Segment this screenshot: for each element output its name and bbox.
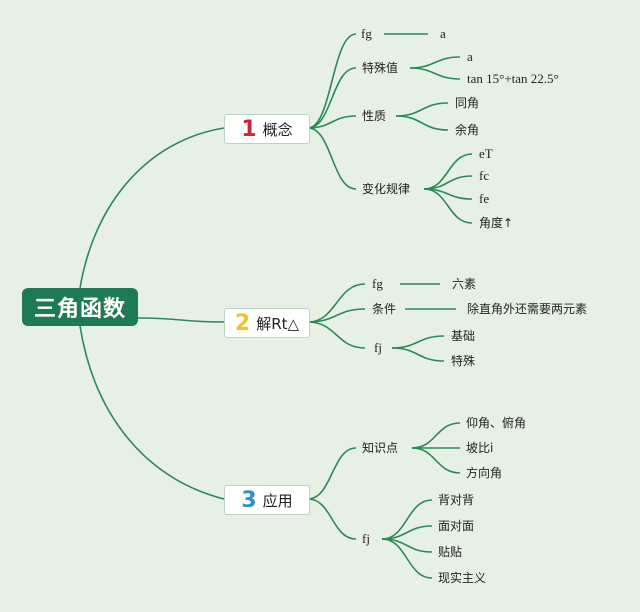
connector-line xyxy=(395,102,449,117)
leaf-node-label: 角度↑ xyxy=(479,216,514,230)
leaf-node-label: tan 15°+tan 22.5° xyxy=(467,71,559,86)
connector-line xyxy=(423,188,473,224)
leaf-node-label: eT xyxy=(479,146,493,161)
connector-line xyxy=(307,115,357,129)
sub-node-label: 知识点 xyxy=(362,441,399,455)
sub-node-label: 变化规律 xyxy=(362,182,411,196)
connector-line xyxy=(307,321,366,349)
sub-node-label: fg xyxy=(372,276,383,291)
leaf-node-label: 方向角 xyxy=(466,466,503,480)
branch-label: 解Rt△ xyxy=(256,314,300,333)
leaf-node-label: 同角 xyxy=(455,96,480,110)
connector-line xyxy=(391,335,445,349)
connector-line xyxy=(381,538,433,579)
branch-label: 概念 xyxy=(262,120,293,139)
leaf-node-label: 余角 xyxy=(455,123,480,137)
connector-line xyxy=(391,347,445,362)
branch-node-solve-right-triangle: 2 解Rt△ xyxy=(224,308,310,338)
leaf-node-label: 六素 xyxy=(452,277,477,291)
branch-node-application: 3 应用 xyxy=(224,485,310,515)
sub-node-label: fj xyxy=(374,340,382,355)
branch-node-concept: 1 概念 xyxy=(224,114,310,144)
sub-node-label: 条件 xyxy=(372,302,397,316)
leaf-node-label: 特殊 xyxy=(451,354,476,368)
sub-node-label: fg xyxy=(361,26,372,41)
connector-line xyxy=(307,33,357,129)
connector-line xyxy=(411,447,461,474)
sub-node-label: 特殊值 xyxy=(362,61,399,75)
connector-line xyxy=(409,56,461,69)
connector-line xyxy=(423,153,473,190)
leaf-node-label: 面对面 xyxy=(438,519,475,533)
connector-line xyxy=(411,422,461,449)
connector-line xyxy=(79,127,225,289)
leaf-node-label: a xyxy=(440,26,446,41)
sub-node-label: 性质 xyxy=(362,109,387,123)
leaf-node-label: fc xyxy=(479,168,490,183)
connector-line xyxy=(79,325,225,500)
branch-number: 1 xyxy=(241,116,257,142)
leaf-node-label: a xyxy=(467,49,473,64)
branch-number: 2 xyxy=(234,310,251,336)
connector-line xyxy=(307,498,357,540)
connector-line xyxy=(409,67,461,80)
leaf-node-label: 仰角、俯角 xyxy=(466,416,527,430)
sub-node-label: fj xyxy=(362,531,370,546)
connector-line xyxy=(395,115,449,131)
leaf-node-label: 贴贴 xyxy=(438,545,463,559)
connector-line xyxy=(307,127,357,190)
connector-line xyxy=(137,317,225,323)
leaf-node-label: 基础 xyxy=(451,329,476,343)
root-node: 三角函数 xyxy=(22,288,138,326)
branch-label: 应用 xyxy=(262,491,293,510)
connector-line xyxy=(307,447,357,500)
leaf-node-label: 背对背 xyxy=(438,493,475,507)
leaf-node-label: 现实主义 xyxy=(438,571,487,585)
connector-line xyxy=(307,67,357,129)
connector-line xyxy=(307,308,366,323)
leaf-node-label: 除直角外还需要两元素 xyxy=(467,302,588,316)
leaf-node-label: fe xyxy=(479,191,490,206)
leaf-node-label: 坡比i xyxy=(466,441,494,455)
branch-number: 3 xyxy=(241,487,257,513)
